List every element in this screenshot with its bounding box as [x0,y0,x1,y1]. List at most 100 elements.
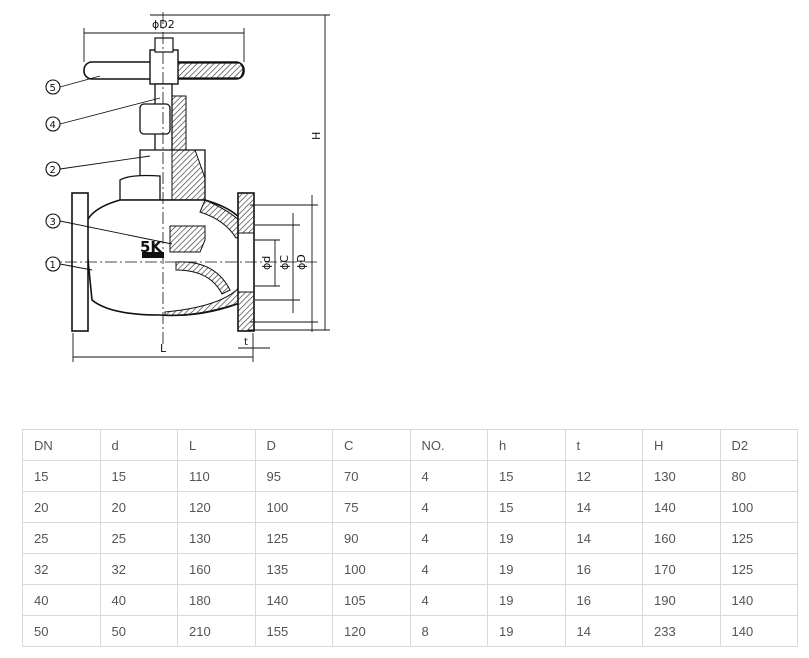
table-cell: 14 [564,615,643,647]
table-cell: 140 [642,491,721,523]
table-cell: 190 [642,584,721,616]
table-cell: 75 [332,491,411,523]
table-cell: 125 [254,522,333,554]
table-header-cell: C [332,429,411,461]
table-cell: 210 [177,615,256,647]
table-cell: 125 [719,553,798,585]
table-cell: 20 [22,491,101,523]
table-cell: 8 [409,615,488,647]
table-cell: 50 [22,615,101,647]
table-cell: 95 [254,460,333,492]
table-cell: 80 [719,460,798,492]
table-cell: 19 [487,553,566,585]
table-header-cell: h [487,429,566,461]
table-header-cell: D2 [719,429,798,461]
dim-label-h: H [310,132,323,140]
table-header-cell: t [564,429,643,461]
table-header-cell: DN [22,429,101,461]
table-cell: 100 [719,491,798,523]
table-cell: 15 [22,460,101,492]
dim-label-d-big: ϕD [295,254,308,270]
table-cell: 155 [254,615,333,647]
table-cell: 25 [22,522,101,554]
table-cell: 233 [642,615,721,647]
table-cell: 19 [487,584,566,616]
table-cell: 4 [409,460,488,492]
dim-label-d2: ϕD2 [152,18,175,31]
svg-text:3: 3 [50,217,56,228]
dim-label-c: ϕC [278,255,291,270]
table-cell: 110 [177,460,256,492]
table-cell: 120 [177,491,256,523]
table-cell: 32 [22,553,101,585]
table-header-cell: d [99,429,178,461]
table-cell: 4 [409,491,488,523]
callout-1: 1 [45,256,93,272]
table-cell: 15 [487,491,566,523]
table-cell: 15 [487,460,566,492]
table-cell: 120 [332,615,411,647]
table-cell: 20 [99,491,178,523]
table-cell: 12 [564,460,643,492]
handwheel [83,37,245,85]
table-cell: 32 [99,553,178,585]
table-cell: 14 [564,491,643,523]
table-cell: 50 [99,615,178,647]
table-cell: 16 [564,584,643,616]
callout-4: 4 [45,97,161,132]
table-cell: 130 [177,522,256,554]
dim-label-t: t [244,337,248,348]
svg-text:1: 1 [50,260,56,271]
svg-text:2: 2 [50,165,56,176]
table-cell: 140 [254,584,333,616]
table-cell: 14 [564,522,643,554]
table-cell: 15 [99,460,178,492]
table-cell: 4 [409,584,488,616]
dim-label-l: L [160,342,167,355]
table-cell: 100 [254,491,333,523]
body-mark-5k: 5K [140,238,163,256]
table-cell: 105 [332,584,411,616]
table-cell: 135 [254,553,333,585]
table-cell: 170 [642,553,721,585]
table-header-cell: H [642,429,721,461]
table-cell: 160 [642,522,721,554]
table-cell: 25 [99,522,178,554]
svg-text:5: 5 [50,83,56,94]
table-cell: 16 [564,553,643,585]
table-cell: 100 [332,553,411,585]
callout-3: 3 [45,213,173,245]
table-cell: 40 [99,584,178,616]
table-cell: 140 [719,584,798,616]
table-cell: 4 [409,553,488,585]
valve-body: 5K [45,12,320,345]
table-cell: 130 [642,460,721,492]
callout-5: 5 [45,75,101,95]
table-cell: 19 [487,522,566,554]
svg-text:4: 4 [50,120,56,131]
table-cell: 4 [409,522,488,554]
bonnet [119,103,206,201]
table-cell: 180 [177,584,256,616]
table-cell: 19 [487,615,566,647]
table-cell: 140 [719,615,798,647]
valve-technical-drawing: 5K ϕD2 H L t ϕd ϕC ϕD 5 4 [45,12,330,362]
table-header-cell: D [254,429,333,461]
table-cell: 40 [22,584,101,616]
dim-label-d: ϕd [260,256,273,270]
dimension-lines [72,14,330,362]
table-cell: 125 [719,522,798,554]
callout-2: 2 [45,155,151,177]
table-header-cell: L [177,429,256,461]
table-cell: 90 [332,522,411,554]
table-header-cell: NO. [409,429,488,461]
